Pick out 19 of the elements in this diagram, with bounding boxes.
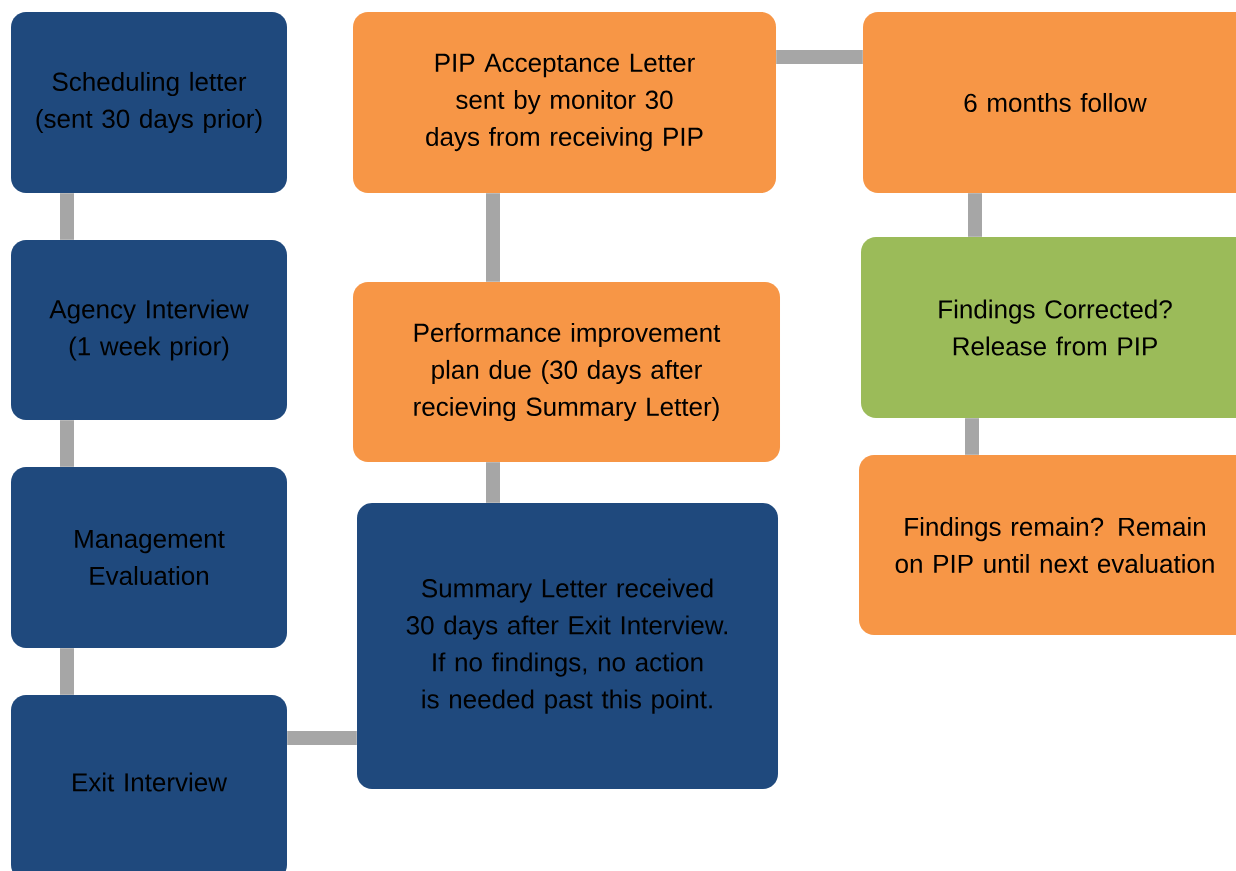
process-box: Agency Interview (1 week prior) [11,240,287,420]
process-box: 6 months follow [863,12,1236,193]
process-box: Summary Letter received 30 days after Exit Interview. If no findings, no action is needed past this point. [357,503,778,789]
process-box: Scheduling letter (sent 30 days prior) [11,12,287,193]
connector [965,418,979,455]
connector [60,193,74,240]
connector [287,731,357,745]
connector [486,193,500,282]
connector [968,193,982,237]
process-box: Management Evaluation [11,467,287,648]
process-box: Performance improvement plan due (30 days after recieving Summary Letter) [353,282,780,462]
connector [60,648,74,695]
process-box: Findings Corrected? Release from PIP [861,237,1236,418]
process-box: PIP Acceptance Letter sent by monitor 30 days from receiving PIP [353,12,776,193]
connector [486,462,500,503]
connector [60,420,74,467]
process-box: Exit Interview [11,695,287,871]
process-box: Findings remain? Remain on PIP until next evaluation [859,455,1236,635]
connector [776,50,863,64]
